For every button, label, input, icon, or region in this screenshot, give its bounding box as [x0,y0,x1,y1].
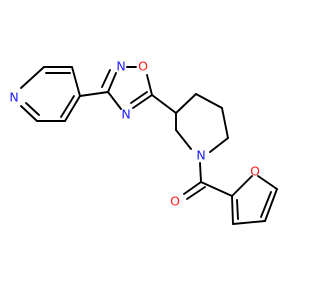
bond [132,94,153,109]
atom-carbonyl-o: O [170,194,180,209]
pyridine-ring [20,66,81,122]
piperidine-ring [175,93,229,153]
bond [199,162,202,183]
atom-oxadiazole-o1: O [138,59,148,74]
bond [232,220,266,225]
atom-oxadiazole-n4: N [121,107,130,122]
molecule-structure: N N O N N O O [9,59,278,225]
bond [130,91,148,104]
atom-pyridine-n: N [9,90,18,105]
bond [107,91,122,110]
bond [221,107,229,139]
bond [264,188,278,222]
bond [25,102,40,116]
bond [151,94,177,114]
bond [101,69,111,88]
bond [209,137,229,153]
bond [64,95,81,122]
bond [79,91,109,97]
atom-oxadiazole-n2: N [116,59,125,74]
bond [175,129,192,150]
bond [60,95,75,118]
bond [195,93,223,109]
bond [231,175,253,197]
bond [20,105,38,122]
bond [260,191,272,218]
bond [146,74,153,96]
bond [236,199,239,220]
bond [71,66,81,97]
molecule-canvas: N N O N N O O [9,58,278,225]
bond [183,181,202,195]
furan-ring [231,175,278,225]
bond [186,186,206,200]
bond [231,195,234,225]
atom-piperidine-n: N [196,148,205,163]
bond [200,181,233,197]
bond [257,175,278,190]
bond [175,93,197,114]
atom-furan-o: O [250,164,260,179]
oxadiazole-ring [101,66,153,110]
bond [20,66,45,89]
bond [107,72,117,93]
